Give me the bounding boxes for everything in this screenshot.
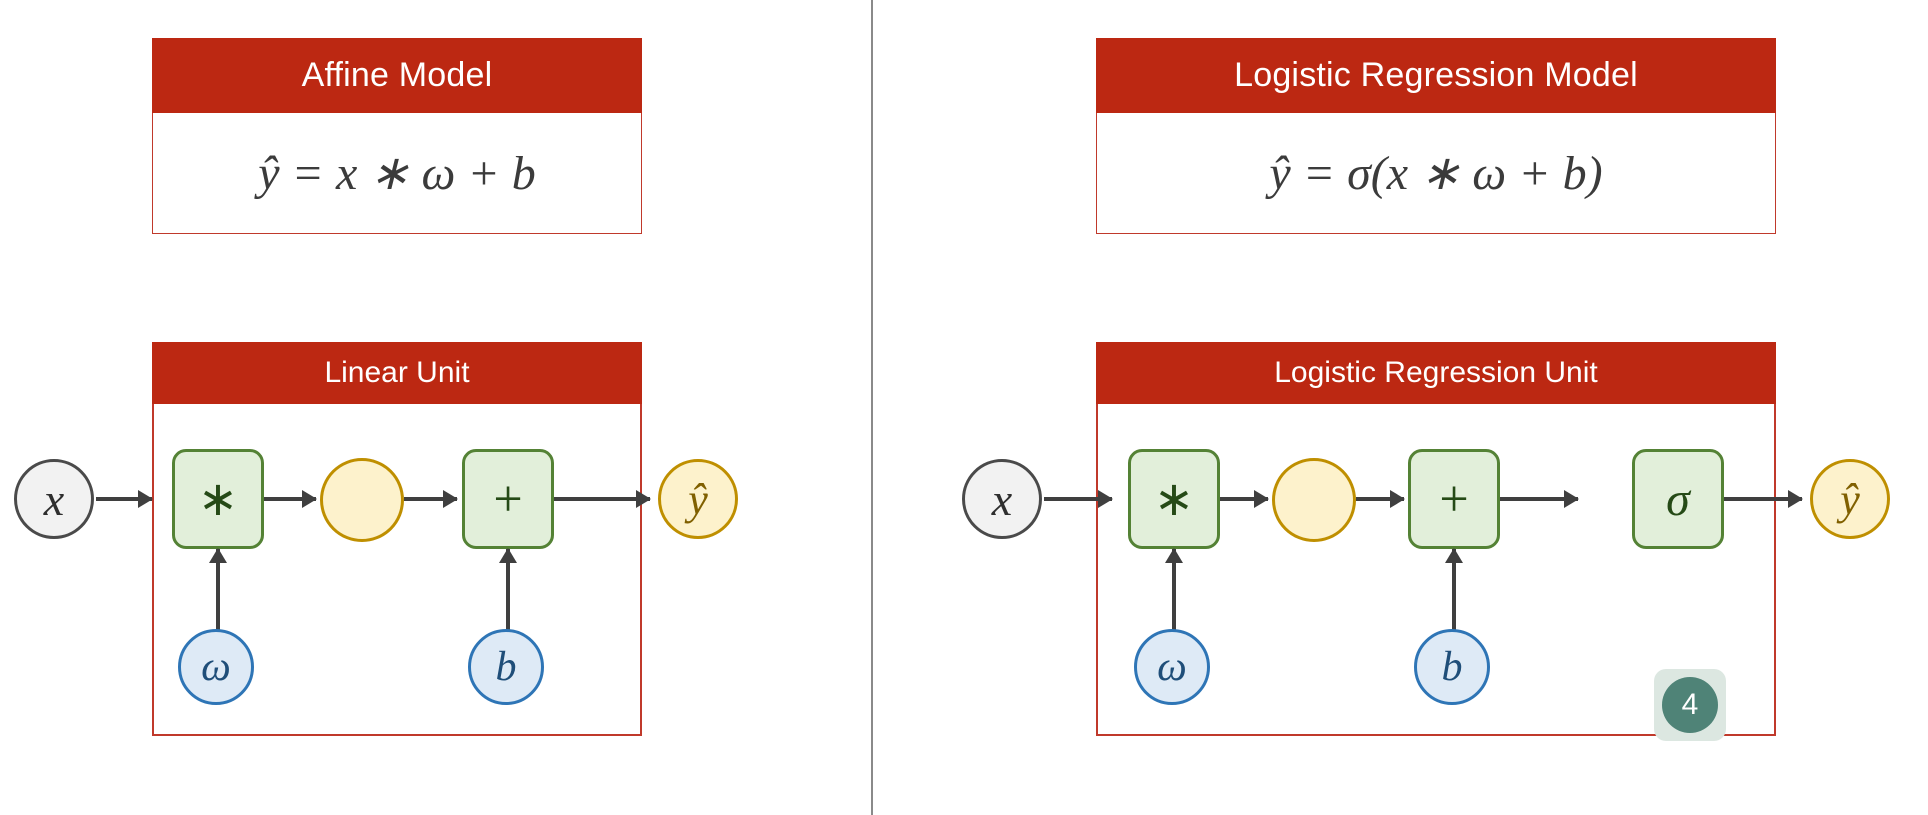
right-sigmoid-node: σ [1632, 449, 1724, 549]
arrow-add-to-output [554, 497, 650, 501]
arrow-bias-to-add-right [1452, 549, 1456, 631]
left-multiply-node: ∗ [172, 449, 264, 549]
arrow-sigmoid-to-output [1724, 497, 1802, 501]
page-number-badge-circle: 4 [1662, 677, 1718, 733]
left-input-node-x: x [14, 459, 94, 539]
left-add-label: + [493, 470, 523, 528]
page-number-badge[interactable]: 4 [1654, 669, 1726, 741]
right-input-node-label: x [991, 473, 1013, 525]
affine-model-card-body: ŷ = x ∗ ω + b [152, 113, 642, 234]
left-weight-label: ω [201, 644, 231, 690]
logistic-model-title: Logistic Regression Model [1234, 56, 1638, 94]
left-multiply-label: ∗ [197, 473, 239, 526]
arrow-x-to-multiply-right [1044, 497, 1112, 501]
arrow-bias-to-add [506, 549, 510, 631]
logistic-model-card: Logistic Regression Model ŷ = σ(x ∗ ω + … [1096, 38, 1776, 234]
arrow-multiply-to-product-right [1220, 497, 1268, 501]
arrow-x-to-multiply [96, 497, 152, 501]
left-product-node [320, 458, 404, 542]
right-product-node [1272, 458, 1356, 542]
affine-model-formula: ŷ = x ∗ ω + b [258, 147, 536, 200]
right-multiply-node: ∗ [1128, 449, 1220, 549]
right-multiply-label: ∗ [1153, 473, 1195, 526]
right-input-node-x: x [962, 459, 1042, 539]
right-weight-node: ω [1134, 629, 1210, 705]
logistic-model-card-body: ŷ = σ(x ∗ ω + b) [1096, 113, 1776, 234]
right-add-node: + [1408, 449, 1500, 549]
logistic-model-card-header: Logistic Regression Model [1096, 38, 1776, 113]
left-output-node-yhat: ŷ [658, 459, 738, 539]
logistic-model-formula: ŷ = σ(x ∗ ω + b) [1269, 147, 1603, 200]
left-bias-label: b [495, 644, 517, 690]
right-weight-label: ω [1157, 644, 1187, 690]
left-input-node-label: x [43, 473, 65, 525]
page-number-badge-label: 4 [1681, 688, 1699, 721]
arrow-weight-to-multiply-right [1172, 549, 1176, 631]
right-sigmoid-label: σ [1666, 472, 1690, 526]
right-output-node-yhat: ŷ [1810, 459, 1890, 539]
panel-divider [871, 0, 873, 815]
arrow-product-to-add-right [1356, 497, 1404, 501]
affine-model-card-header: Affine Model [152, 38, 642, 113]
right-bias-node: b [1414, 629, 1490, 705]
left-weight-node: ω [178, 629, 254, 705]
right-add-label: + [1439, 470, 1469, 528]
linear-unit-title: Linear Unit [324, 356, 470, 389]
arrow-multiply-to-product [264, 497, 316, 501]
arrow-weight-to-multiply [216, 549, 220, 631]
arrow-product-to-add [404, 497, 457, 501]
right-bias-label: b [1441, 644, 1463, 690]
left-bias-node: b [468, 629, 544, 705]
linear-unit-header: Linear Unit [152, 342, 642, 404]
arrow-add-to-sigmoid [1500, 497, 1578, 501]
logistic-unit-title: Logistic Regression Unit [1274, 356, 1598, 389]
affine-model-title: Affine Model [301, 56, 493, 94]
left-output-node-label: ŷ [688, 474, 708, 524]
left-add-node: + [462, 449, 554, 549]
logistic-unit-header: Logistic Regression Unit [1096, 342, 1776, 404]
right-output-node-label: ŷ [1840, 474, 1860, 524]
affine-model-card: Affine Model ŷ = x ∗ ω + b [152, 38, 642, 234]
